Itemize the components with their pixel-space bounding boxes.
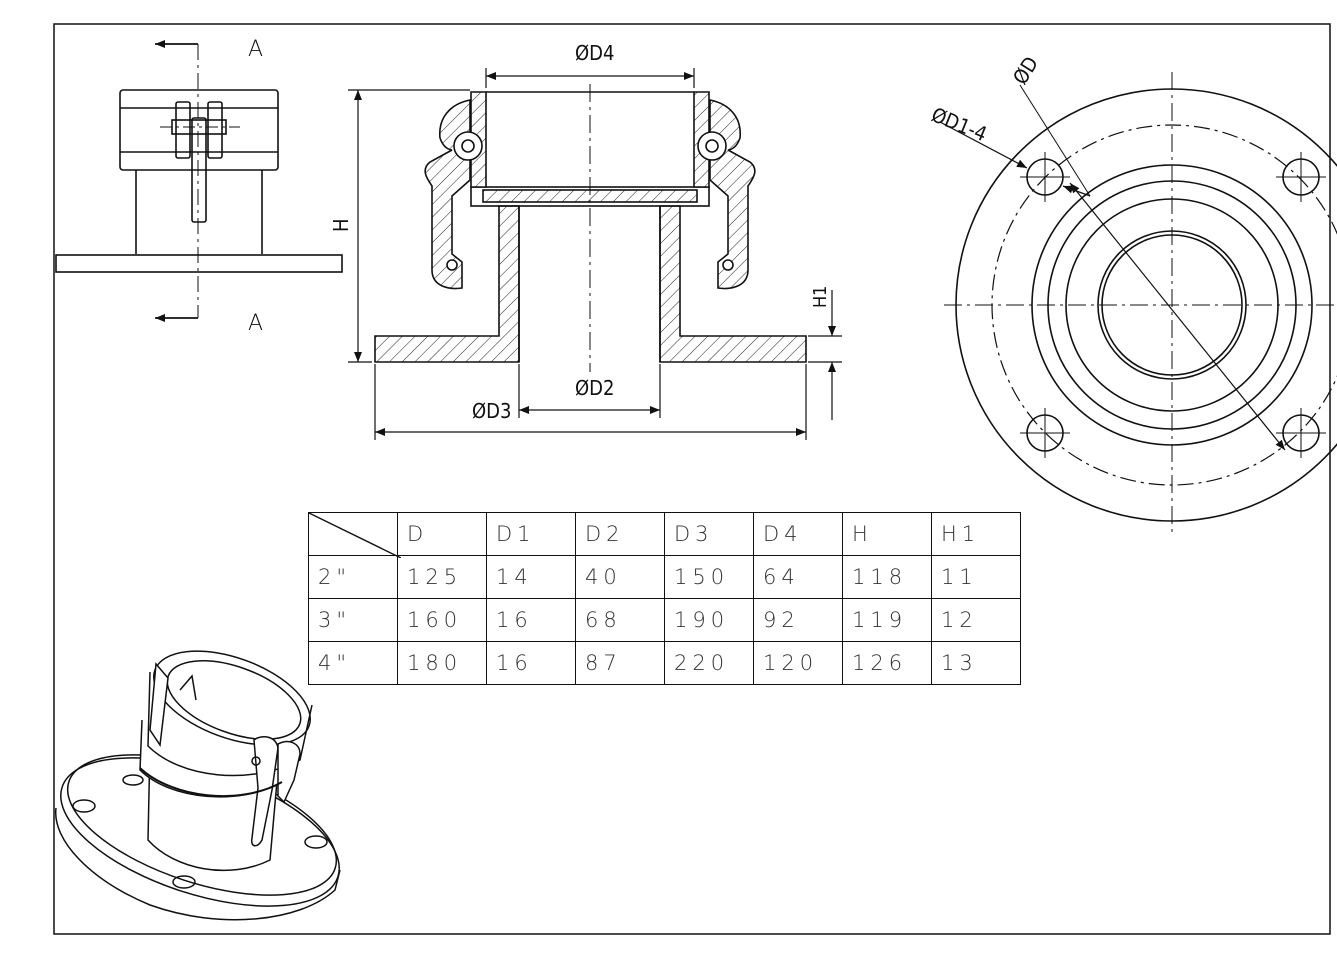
table-header-cell: H1 [931,512,1021,556]
table-row: 2" 125 14 40 150 64 118 11 [308,555,1021,599]
table-cell: 119 [842,598,932,642]
dim-label-d1-4: ØD1-4 [928,102,990,146]
dim-label-d: ØD [1008,52,1043,88]
table-size-cell: 4" [308,641,398,685]
table-header-cell: D [397,512,487,556]
table-header-cell: D2 [575,512,665,556]
table-cell: 68 [575,598,665,642]
table-size-cell: 3" [308,598,398,642]
table-cell: 14 [486,555,576,599]
table-cell: 11 [931,555,1021,599]
table-cell: 16 [486,598,576,642]
table-header-cell: D1 [486,512,576,556]
spec-table: D D1 D2 D3 D4 H H1 2" 125 14 40 150 64 1… [308,512,1021,685]
table-cell: 160 [397,598,487,642]
dim-label-d2: ØD2 [575,376,614,400]
table-cell: 220 [664,641,754,685]
table-cell: 16 [486,641,576,685]
table-cell: 87 [575,641,665,685]
table-cell: 150 [664,555,754,599]
sheet-border [53,23,1331,935]
table-cell: 92 [753,598,843,642]
table-size-cell: 2" [308,555,398,599]
table-cell: 64 [753,555,843,599]
section-label-bottom: A [248,311,263,336]
section-label-top: A [248,37,263,62]
table-cell: 190 [664,598,754,642]
table-header-row: D D1 D2 D3 D4 H H1 [308,512,1021,558]
dim-label-d4: ØD4 [575,41,614,65]
table-cell: 180 [397,641,487,685]
isometric-view [55,650,341,921]
section-dimensions [348,68,842,440]
table-cell: 126 [842,641,932,685]
side-view [55,40,343,322]
dim-label-d3: ØD3 [472,399,511,423]
plan-view [939,72,1337,536]
table-corner-cell [308,512,401,558]
table-cell: 118 [842,555,932,599]
dim-label-h: H [329,218,353,232]
table-cell: 40 [575,555,665,599]
table-header-cell: D4 [753,512,843,556]
table-cell: 120 [753,641,843,685]
dim-label-h1: H1 [810,286,831,308]
table-cell: 12 [931,598,1021,642]
table-row: 4" 180 16 87 220 120 126 13 [308,641,1021,685]
table-cell: 13 [931,641,1021,685]
table-cell: 125 [397,555,487,599]
table-header-cell: H [842,512,932,556]
table-header-cell: D3 [664,512,754,556]
table-row: 3" 160 16 68 190 92 119 12 [308,598,1021,642]
section-view [374,84,807,372]
